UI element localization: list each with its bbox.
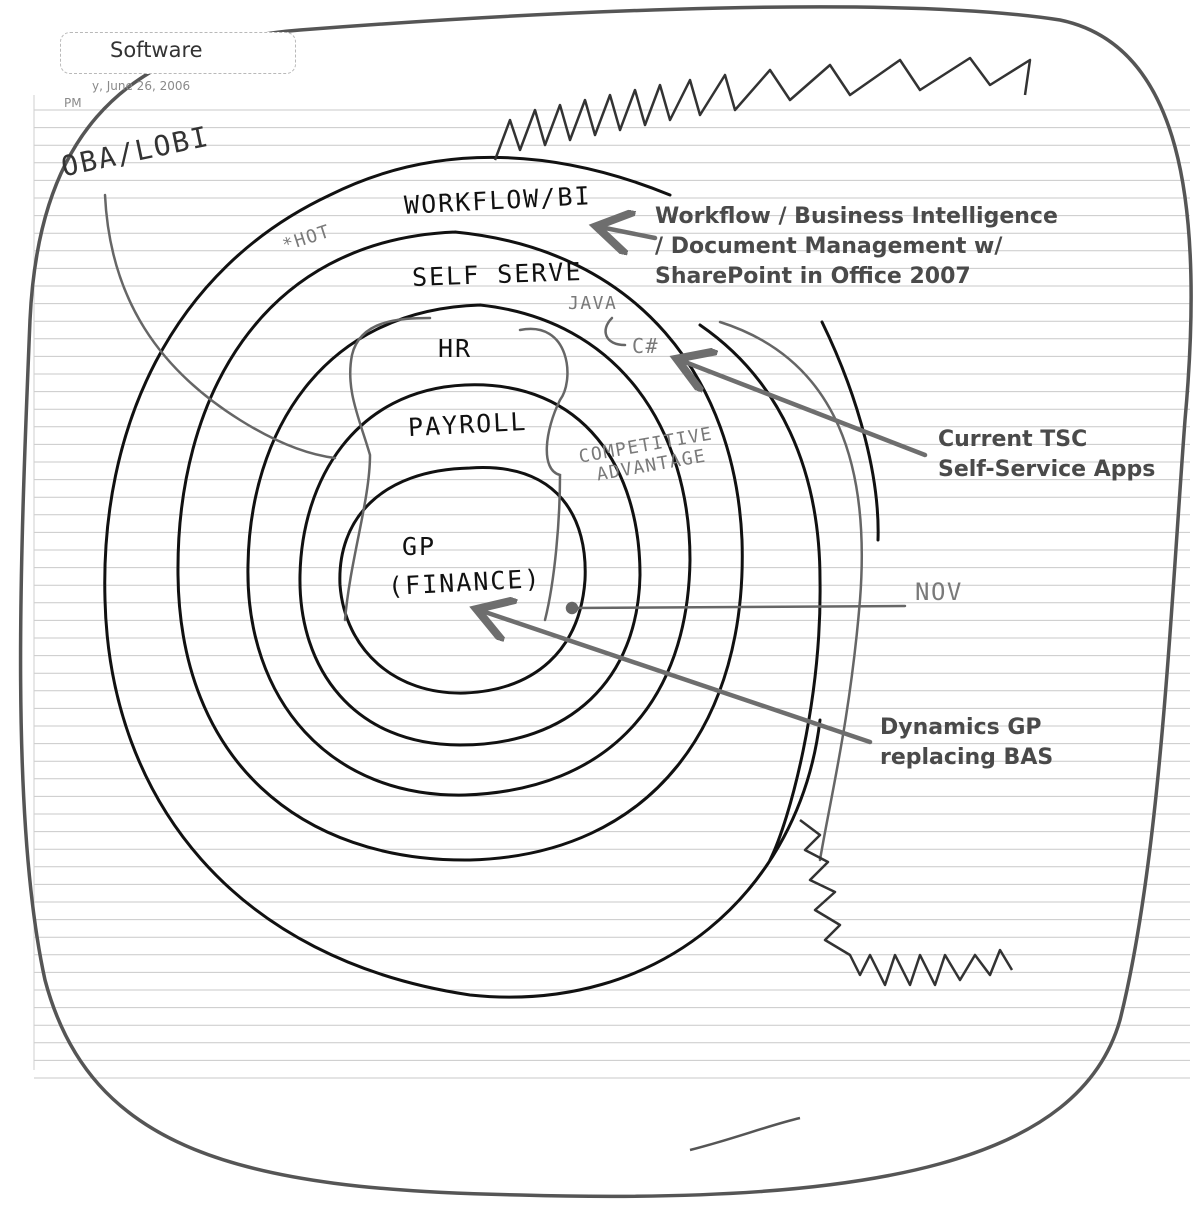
competitive-bracket: [518, 327, 569, 622]
callout-tsc: Current TSC Self-Service Apps: [938, 425, 1155, 485]
callout-workflow: Workflow / Business Intelligence / Docum…: [655, 202, 1058, 292]
right-scribble-line: [718, 320, 863, 862]
callout-tsc-line2: Self-Service Apps: [938, 457, 1156, 482]
top-zigzag: [493, 56, 1032, 161]
bottom-zigzag: [799, 819, 1014, 987]
note-java: JAVA: [568, 293, 618, 314]
label-gp: GP: [402, 532, 437, 561]
callout-workflow-line3: SharePoint in Office 2007: [655, 264, 971, 289]
hr-bracket: [343, 316, 432, 622]
ring-outermost-right: [820, 320, 880, 542]
nov-dot: [565, 601, 579, 615]
note-nov: NOV: [915, 578, 963, 606]
page-title-box: [60, 32, 296, 74]
oba-boundary-line: [103, 193, 337, 460]
callout-gp-line1: Dynamics GP: [880, 715, 1042, 740]
zigzag-scribbles: [493, 56, 1032, 987]
ring-gp: [338, 466, 587, 695]
ring-workflow: [103, 156, 822, 999]
ring-outer-right: [698, 323, 822, 862]
ruled-lines: [34, 109, 1190, 1079]
bottom-scribble: [689, 1116, 801, 1152]
ring-hr: [246, 303, 692, 797]
label-hr: HR: [438, 334, 473, 363]
outer-outline: [18, 5, 1193, 1199]
workflow-arrow: [605, 228, 658, 238]
page-date: y, June 26, 2006: [92, 79, 191, 93]
pencil-strokes: [103, 193, 907, 862]
concentric-rings: [103, 156, 880, 999]
callout-arrows: [485, 228, 928, 745]
note-csharp: C#: [632, 334, 660, 358]
callout-workflow-line1: Workflow / Business Intelligence: [655, 204, 1058, 229]
label-self-serve: SELF SERVE: [411, 257, 583, 292]
callout-gp-line2: replacing BAS: [880, 745, 1054, 770]
java-to-csharp: [604, 316, 627, 347]
callout-tsc-line1: Current TSC: [938, 427, 1088, 452]
ring-self-serve: [176, 230, 744, 862]
callout-gp: Dynamics GP replacing BAS: [880, 713, 1053, 773]
tsc-arrow: [685, 362, 928, 458]
page-title: Software: [110, 38, 203, 62]
page-time: PM: [64, 96, 82, 110]
nov-pointer: [570, 604, 907, 610]
ring-payroll: [298, 383, 642, 747]
callout-workflow-line2: / Document Management w/: [655, 234, 1003, 259]
gp-arrow: [485, 612, 873, 745]
